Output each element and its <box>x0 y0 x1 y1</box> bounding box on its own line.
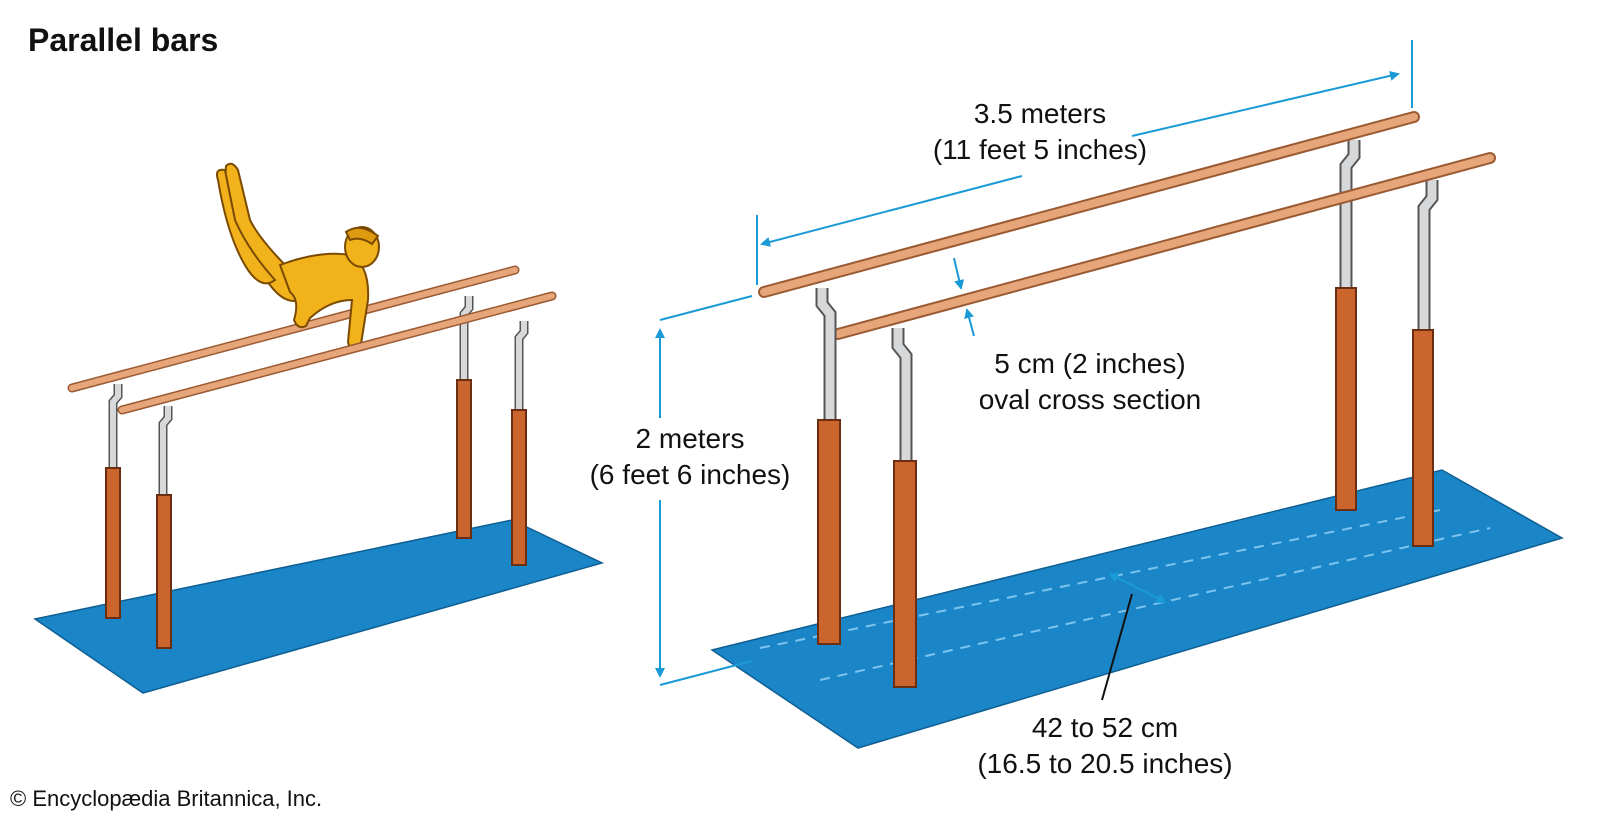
small-upright-front-right <box>511 321 529 566</box>
bar-spacing-imperial: (16.5 to 20.5 inches) <box>977 748 1233 779</box>
bar-spacing-label: 42 to 52 cm (16.5 to 20.5 inches) <box>950 710 1260 782</box>
gymnast-figure <box>215 162 380 352</box>
cross-section-description: oval cross section <box>978 384 1202 415</box>
bar-spacing-metric: 42 to 52 cm <box>1031 712 1179 743</box>
cross-section-size: 5 cm (2 inches) <box>994 348 1186 379</box>
small-upright-front-left <box>156 406 173 649</box>
spacing-arrow <box>1108 573 1167 603</box>
length-label: 3.5 meters (11 feet 5 inches) <box>905 96 1175 168</box>
cross-arrow-up <box>964 308 975 337</box>
large-upright-front-right <box>1412 180 1439 547</box>
spacing-leader-line <box>1101 593 1133 701</box>
large-upright-back-right <box>1335 140 1361 511</box>
height-metric: 2 meters <box>635 423 745 454</box>
length-arrow-left <box>760 175 1023 247</box>
large-upright-back-left <box>815 288 841 645</box>
height-extension-top <box>659 295 753 321</box>
cross-arrow-down <box>953 257 965 290</box>
large-apparatus <box>710 111 1564 749</box>
length-imperial: (11 feet 5 inches) <box>932 134 1148 165</box>
height-imperial: (6 feet 6 inches) <box>589 459 791 490</box>
small-upright-back-right <box>456 296 474 539</box>
large-upright-front-left <box>891 328 917 688</box>
small-mat <box>33 519 605 694</box>
height-label: 2 meters (6 feet 6 inches) <box>565 421 815 493</box>
cross-section-label: 5 cm (2 inches) oval cross section <box>955 346 1225 418</box>
length-metric: 3.5 meters <box>973 98 1107 129</box>
page-title: Parallel bars <box>28 22 219 58</box>
small-apparatus <box>33 162 605 694</box>
height-extension-bottom <box>659 660 753 686</box>
small-upright-back-left <box>105 384 123 619</box>
mat-guide-dashed <box>759 509 1441 649</box>
copyright-credit: © Encyclopædia Britannica, Inc. <box>10 786 323 811</box>
dimension-lines <box>655 40 1413 686</box>
length-arrow-right <box>1131 70 1400 137</box>
